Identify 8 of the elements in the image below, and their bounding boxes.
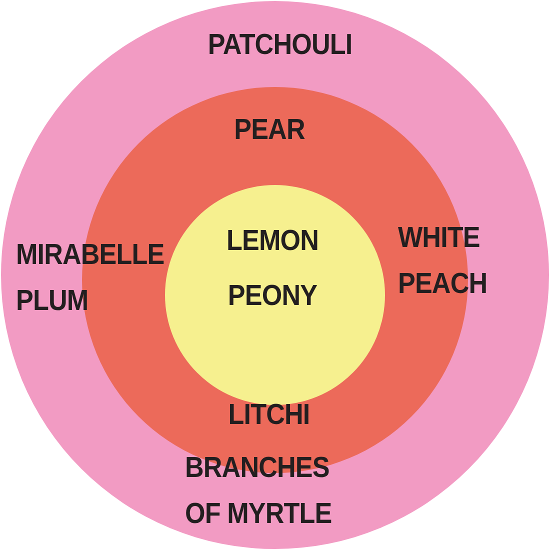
note-label: WHITE PEACH — [398, 221, 488, 302]
note-label: LEMON — [226, 224, 320, 259]
note-label: MIRABELLE PLUM — [16, 238, 166, 319]
note-label: BRANCHES OF MYRTLE — [185, 451, 333, 532]
note-label: PEONY — [226, 279, 318, 314]
note-label: PATCHOULI — [206, 28, 354, 63]
note-label: LITCHI — [227, 398, 311, 433]
note-label: PEAR — [233, 113, 306, 148]
